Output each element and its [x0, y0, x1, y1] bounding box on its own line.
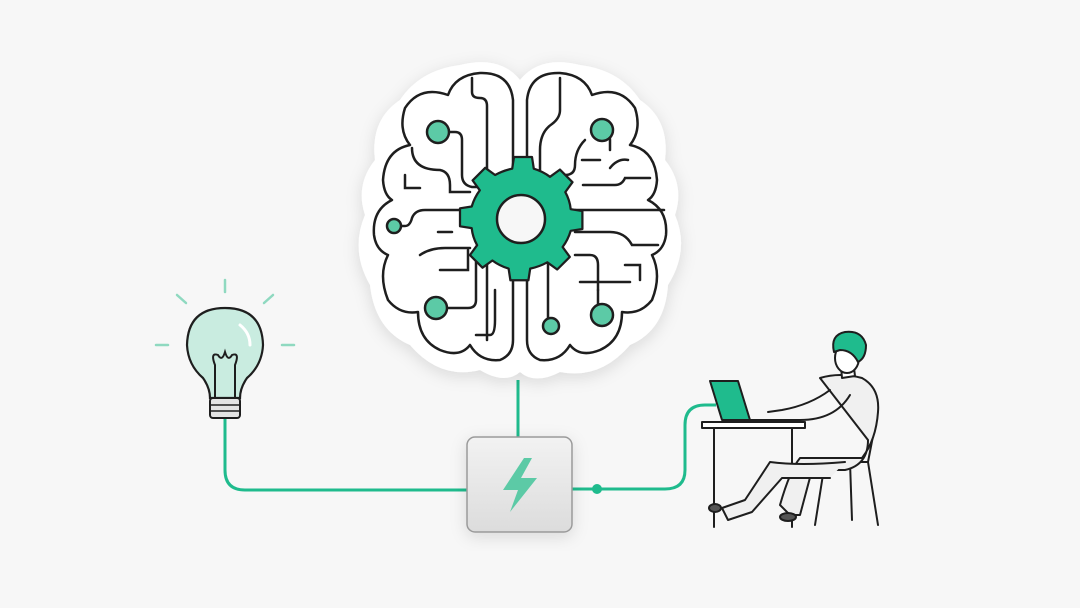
brain-right-hemisphere [525, 71, 668, 362]
brain-left-hemisphere [372, 71, 515, 362]
lightbulb-icon [154, 278, 296, 419]
bulb-filament [212, 348, 238, 398]
bulb-rays [154, 278, 296, 347]
brain-circuit-lines [393, 76, 666, 342]
brain-circuit-nodes [385, 117, 615, 336]
lightning-icon [503, 458, 537, 512]
person-at-laptop-icon [701, 330, 880, 528]
gear-icon [458, 155, 584, 282]
laptop [709, 380, 791, 421]
wire-bulb-to-box [223, 418, 468, 492]
hair [832, 330, 867, 363]
gear-hole [495, 193, 547, 245]
wire-junction-dot [592, 484, 602, 494]
wire-box-to-laptop [572, 403, 716, 491]
power-box-icon [466, 436, 573, 533]
brain-icon [358, 62, 682, 379]
bulb-base [209, 397, 241, 419]
wires [223, 380, 716, 494]
person [708, 330, 880, 522]
